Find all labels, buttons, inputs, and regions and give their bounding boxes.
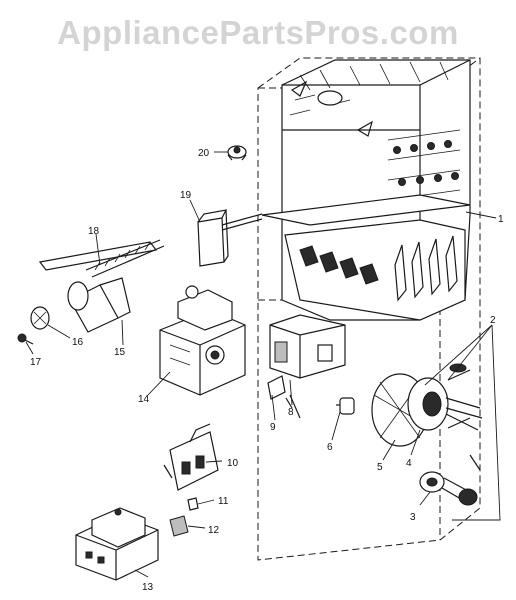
- flame-rollout-sensor: [197, 209, 263, 267]
- callout-19: 19: [180, 190, 192, 201]
- callout-16: 16: [72, 337, 84, 348]
- drain-elbow: [419, 454, 481, 506]
- callout-12: 12: [208, 525, 220, 536]
- gas-valve: [159, 285, 246, 396]
- inducer-motor: [371, 363, 483, 447]
- callout-18: 18: [88, 226, 100, 237]
- control-bracket: [267, 314, 346, 419]
- callout-8: 8: [288, 407, 294, 418]
- leader-lines: [25, 151, 501, 578]
- callout-14: 14: [138, 394, 150, 405]
- orifice-tip: [187, 497, 199, 511]
- watermark-text: AppliancePartsPros.com: [57, 14, 459, 51]
- callout-1: 1: [498, 214, 504, 225]
- callout-2: 2: [490, 315, 496, 326]
- callout-13: 13: [142, 582, 154, 593]
- hot-surface-igniter: [163, 423, 219, 491]
- transformer: [75, 507, 159, 581]
- callout-6: 6: [327, 442, 333, 453]
- heat-exchanger: [261, 59, 471, 321]
- callout-11: 11: [218, 496, 229, 507]
- burner-orifice-disc: [30, 306, 50, 330]
- callout-3: 3: [410, 512, 416, 523]
- callout-20: 20: [198, 148, 210, 159]
- burner-assembly: [38, 239, 165, 333]
- pressure-switch: [336, 397, 355, 415]
- callout-5: 5: [377, 462, 383, 473]
- callout-4: 4: [406, 458, 412, 469]
- callout-10: 10: [227, 458, 239, 469]
- orifice-nut: [169, 515, 189, 537]
- mounting-screw: [17, 333, 34, 345]
- callout-9: 9: [270, 422, 276, 433]
- callout-17: 17: [30, 357, 42, 368]
- callout-15: 15: [114, 347, 126, 358]
- limit-switch: [227, 145, 247, 161]
- callout-numbers: 1 2 3 4 5 6 8 9 10 11 12 13 14 15 16 17 …: [30, 148, 504, 593]
